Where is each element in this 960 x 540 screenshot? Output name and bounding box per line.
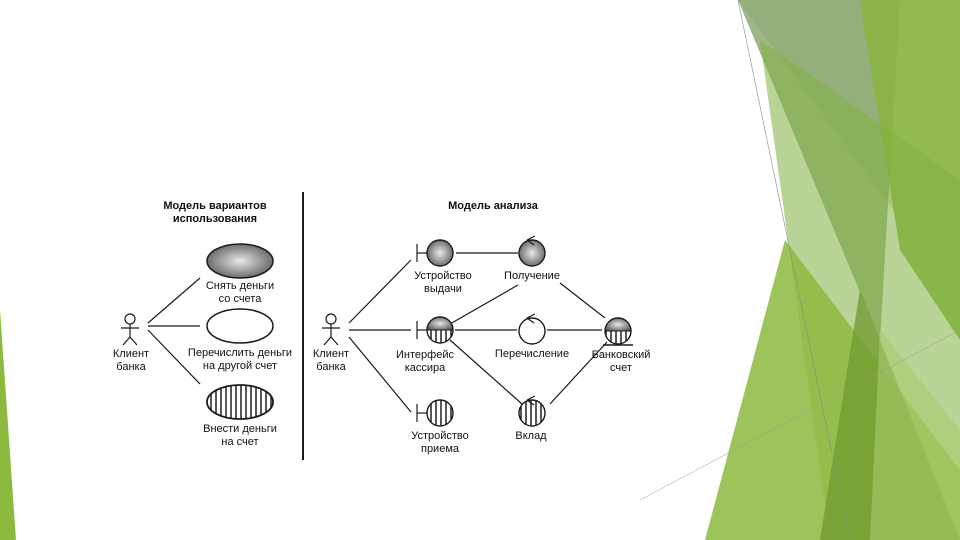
control-deposit-label: Вклад — [515, 430, 547, 442]
use-case-withdraw-label-line2: со счета — [219, 293, 263, 305]
use-case-deposit-label-line2: на счет — [221, 436, 258, 448]
use-case-deposit-label-line1: Внести деньги — [203, 423, 277, 435]
control-transfer — [518, 313, 546, 345]
boundary-receiver-label-line1: Устройство — [411, 430, 469, 442]
control-deposit — [518, 395, 546, 427]
boundary-dispenser-label-line2: выдачи — [424, 283, 462, 295]
analysis-model: Модель анализа Клиент банка — [313, 200, 651, 455]
analysis-actor-label-line2: банка — [316, 361, 346, 373]
entity-bank-account — [603, 317, 633, 346]
actor-bank-client-right — [322, 313, 340, 346]
use-case-withdraw-label-line1: Снять деньги — [206, 280, 274, 292]
use-case-model-title-line1: Модель вариантов — [163, 200, 267, 212]
analysis-links — [348, 252, 608, 413]
decor-right — [639, 0, 960, 540]
use-case-transfer-label-line2: на другой счет — [203, 360, 277, 372]
decor-line — [639, 329, 960, 501]
control-withdrawal — [518, 235, 546, 267]
use-case-deposit — [206, 384, 274, 420]
boundary-cashier-interface — [416, 316, 454, 344]
association-line — [147, 329, 201, 385]
decor-shape — [870, 330, 960, 540]
analysis-actor-label-line1: Клиент — [313, 348, 349, 360]
use-case-transfer — [206, 308, 274, 344]
boundary-receiver-label-line2: приема — [421, 443, 460, 455]
actor-bank-client-left — [121, 313, 139, 346]
entity-bank-account-label-line1: Банковский — [592, 349, 651, 361]
use-case-model: Модель вариантов использования Клиент ба… — [113, 200, 292, 448]
boundary-receiver — [416, 399, 454, 427]
actor-label-line1: Клиент — [113, 348, 149, 360]
control-withdrawal-label: Получение — [504, 270, 560, 282]
boundary-dispenser-label-line1: Устройство — [414, 270, 472, 282]
boundary-cashier-label-line2: кассира — [405, 362, 446, 374]
use-case-transfer-label-line1: Перечислить деньги — [188, 347, 292, 359]
boundary-cashier-label-line1: Интерфейс — [396, 349, 454, 361]
entity-bank-account-label-line2: счет — [610, 362, 632, 374]
use-case-model-title-line2: использования — [173, 213, 257, 225]
use-case-withdraw — [206, 243, 274, 279]
actor-label-line2: банка — [116, 361, 146, 373]
association-line — [147, 277, 201, 324]
decor-line — [737, 0, 851, 540]
control-transfer-label: Перечисление — [495, 348, 569, 360]
analysis-model-title: Модель анализа — [448, 200, 539, 212]
boundary-dispenser — [416, 239, 454, 267]
decor-left — [0, 310, 16, 540]
